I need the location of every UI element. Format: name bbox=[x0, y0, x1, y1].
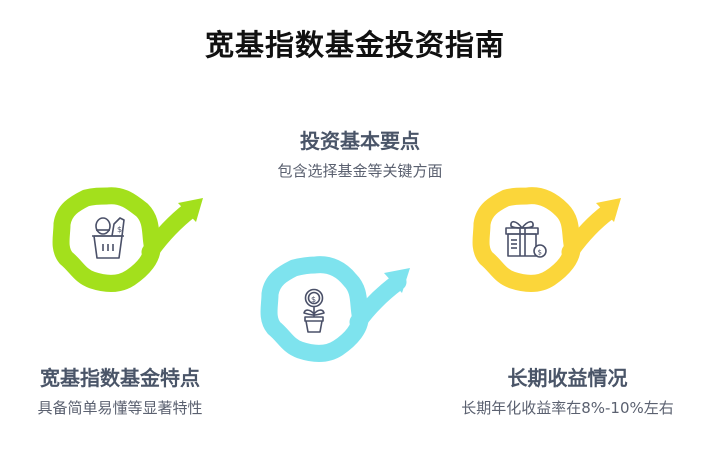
step-1-description: 具备简单易懂等显著特性 bbox=[37, 399, 203, 417]
step-1-heading: 宽基指数基金特点 bbox=[40, 366, 200, 390]
page-title: 宽基指数基金投资指南 bbox=[204, 28, 505, 62]
step-2-description: 包含选择基金等关键方面 bbox=[277, 162, 443, 180]
step-2-heading: 投资基本要点 bbox=[300, 129, 420, 153]
step-3-heading: 长期收益情况 bbox=[507, 366, 628, 390]
svg-text:$: $ bbox=[538, 249, 542, 257]
money-plant-icon: $ bbox=[303, 288, 325, 333]
step-1-label: 宽基指数基金特点 具备简单易懂等显著特性 bbox=[0, 362, 240, 418]
step-3-label: 长期收益情况 长期年化收益率在8%-10%左右 bbox=[425, 362, 710, 418]
step-3-description: 长期年化收益率在8%-10%左右 bbox=[461, 399, 674, 417]
shopping-basket-icon: $ bbox=[92, 217, 125, 259]
gift-dollar-icon: $ bbox=[505, 220, 547, 258]
svg-text:$: $ bbox=[311, 295, 316, 304]
step-2-label: 投资基本要点 包含选择基金等关键方面 bbox=[210, 125, 510, 181]
svg-text:$: $ bbox=[117, 225, 122, 234]
